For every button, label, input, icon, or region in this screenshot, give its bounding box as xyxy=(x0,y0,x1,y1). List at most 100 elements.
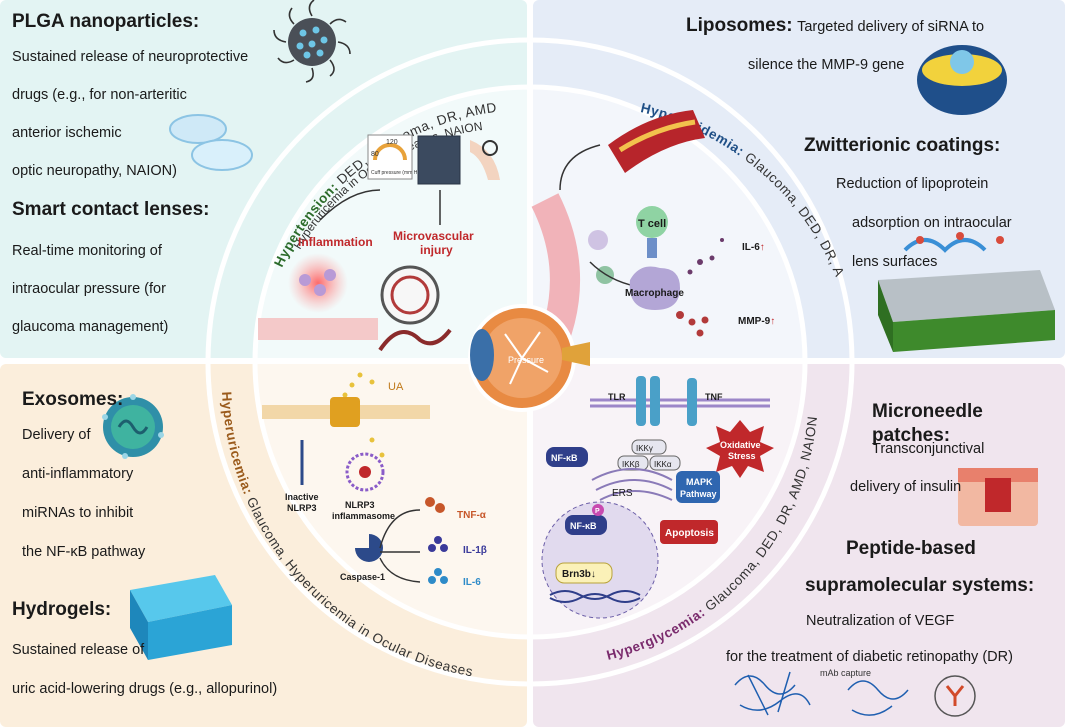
phospho-label: P xyxy=(595,508,600,515)
lens-coating-icon xyxy=(878,232,1055,352)
microneedle-heading: Microneedle patches: xyxy=(872,401,983,446)
apoptosis-label: Apoptosis xyxy=(665,528,714,539)
nfkb-label: NF-κB xyxy=(551,453,578,463)
zwitterionic-heading: Zwitterionic coatings: xyxy=(804,135,1001,156)
vessel-injury-icon xyxy=(378,265,452,352)
exosomes-body-2: anti-inflammatory xyxy=(22,466,134,482)
tcell-label: T cell xyxy=(638,218,666,230)
smart-lens-heading: Smart contact lenses: xyxy=(12,199,210,220)
tcell-icon xyxy=(636,206,668,258)
microneedle-body-1: Transconjunctival xyxy=(872,441,985,457)
plga-body-3: anterior ischemic xyxy=(12,125,122,141)
nlrp3-label: NLRP3 xyxy=(345,500,375,510)
caspase-icon xyxy=(355,534,383,562)
exosomes-body-3: miRNAs to inhibit xyxy=(22,505,134,521)
nfkb-nuclear-label: NF-κB xyxy=(570,521,597,531)
arm-cuff-icon xyxy=(417,135,500,185)
dna-helix-icon xyxy=(549,590,641,603)
membrane-channel-icon xyxy=(262,397,430,427)
smart-lens-body-2: intraocular pressure (for xyxy=(12,281,166,297)
blood-pressure-gauge xyxy=(367,134,413,180)
oxidative-stress-icon xyxy=(706,420,774,478)
liposome-icon xyxy=(917,45,1007,115)
tnf-label: TNF xyxy=(705,392,723,402)
brn3b-icon xyxy=(555,562,613,584)
plga-body-2: drugs (e.g., for non-arteritic xyxy=(12,87,187,103)
inactive-label: Inactive xyxy=(285,492,319,502)
tnfa-label: TNF-α xyxy=(457,510,487,521)
microneedle-body-2: delivery of insulin xyxy=(850,479,962,495)
zwitterionic-body-3: lens surfaces xyxy=(852,254,938,270)
cuff-80-label: 80 xyxy=(371,151,379,158)
artery-plaque-icon xyxy=(608,110,705,173)
er-icon xyxy=(591,468,673,501)
oxidative-label: Oxidative xyxy=(720,440,761,450)
ua-label: UA xyxy=(388,381,404,393)
plga-body-1: Sustained release of neuroprotective xyxy=(12,49,249,65)
peptide-heading-1: Peptide-based xyxy=(846,538,976,559)
smart-lens-body-1: Real-time monitoring of xyxy=(12,243,162,259)
caspase-label: Caspase-1 xyxy=(340,572,385,582)
il6-label: IL-6↑ xyxy=(742,242,765,253)
peptide-body-2: for the treatment of diabetic retinopath… xyxy=(726,649,1013,665)
injury-label: injury xyxy=(420,243,453,257)
inflammasome-label: inflammasome xyxy=(332,511,395,521)
exosome-icon xyxy=(102,394,164,459)
plga-body-4: optic neuropathy, NAION) xyxy=(12,163,177,179)
liposomes-body-2: silence the MMP-9 gene xyxy=(748,57,905,73)
cuff-120-label: 120 xyxy=(386,139,398,146)
exosomes-body-4: the NF-κB pathway xyxy=(22,544,146,560)
exosomes-heading: Exosomes: xyxy=(22,389,124,410)
contact-lens-icon xyxy=(169,114,253,171)
hydrogel-icon xyxy=(130,575,232,660)
pathway-label: Pathway xyxy=(680,489,717,499)
ikkg-label: IKKγ xyxy=(636,444,653,453)
mapk-label: MAPK xyxy=(686,477,713,487)
plga-heading: PLGA nanoparticles: xyxy=(12,11,200,32)
peptide-heading-2: supramolecular systems: xyxy=(805,575,1035,596)
cytokine-arrows xyxy=(379,509,421,583)
nfkb-icon xyxy=(546,447,588,467)
inactive-nlrp3-label: NLRP3 xyxy=(287,503,317,513)
exosomes-body-1: Delivery of xyxy=(22,427,91,443)
hydrogels-heading: Hydrogels: xyxy=(12,599,112,620)
mmp9-label: MMP-9↑ xyxy=(738,316,775,327)
ikka-label: IKKα xyxy=(654,460,672,469)
tlr-receptor-icon xyxy=(636,376,660,426)
hydrogels-body-1: Sustained release of xyxy=(12,642,145,658)
tnf-dots xyxy=(425,497,445,513)
macrophage-label: Macrophage xyxy=(625,288,684,299)
inflammation-cells-icon xyxy=(258,253,378,340)
cytokine-dots xyxy=(687,238,724,275)
macrophage-icon xyxy=(629,266,680,310)
zwitterionic-body-1: Reduction of lipoprotein xyxy=(836,176,989,192)
liposomes-heading: Liposomes: xyxy=(686,15,793,36)
pressure-label: Pressure xyxy=(508,355,544,365)
peptide-body-1: Neutralization of VEGF xyxy=(806,613,955,629)
microvascular-label: Microvascular xyxy=(393,229,474,243)
hypertension-arrows xyxy=(319,189,441,225)
microneedle-patch-icon xyxy=(958,468,1038,526)
peptide-network-icon xyxy=(734,671,909,716)
liposomes-line: Liposomes: Targeted delivery of siRNA to xyxy=(686,14,984,38)
tnf-receptor-icon xyxy=(687,378,697,426)
ikk-complex-icon xyxy=(617,439,681,471)
plga-nanoparticle-icon xyxy=(273,0,351,83)
il6-dots xyxy=(428,568,448,584)
antibody-icon xyxy=(934,675,976,717)
ikkb-label: IKKβ xyxy=(622,460,640,469)
smart-lens-body-3: glaucoma management) xyxy=(12,319,169,335)
tlr-label: TLR xyxy=(608,392,626,402)
apoptosis-icon xyxy=(660,520,718,544)
cell-membrane xyxy=(590,398,770,408)
eye-icon xyxy=(468,304,590,412)
inflammation-label: Inflammation xyxy=(298,235,373,249)
mapk-icon xyxy=(676,471,720,503)
ers-label: ERS xyxy=(612,488,633,499)
inflammasome-icon xyxy=(345,452,385,492)
curved-arrow xyxy=(559,144,601,191)
zwitterionic-body-2: adsorption on intraocular xyxy=(852,215,1012,231)
il1b-label: IL-1β xyxy=(463,545,487,556)
